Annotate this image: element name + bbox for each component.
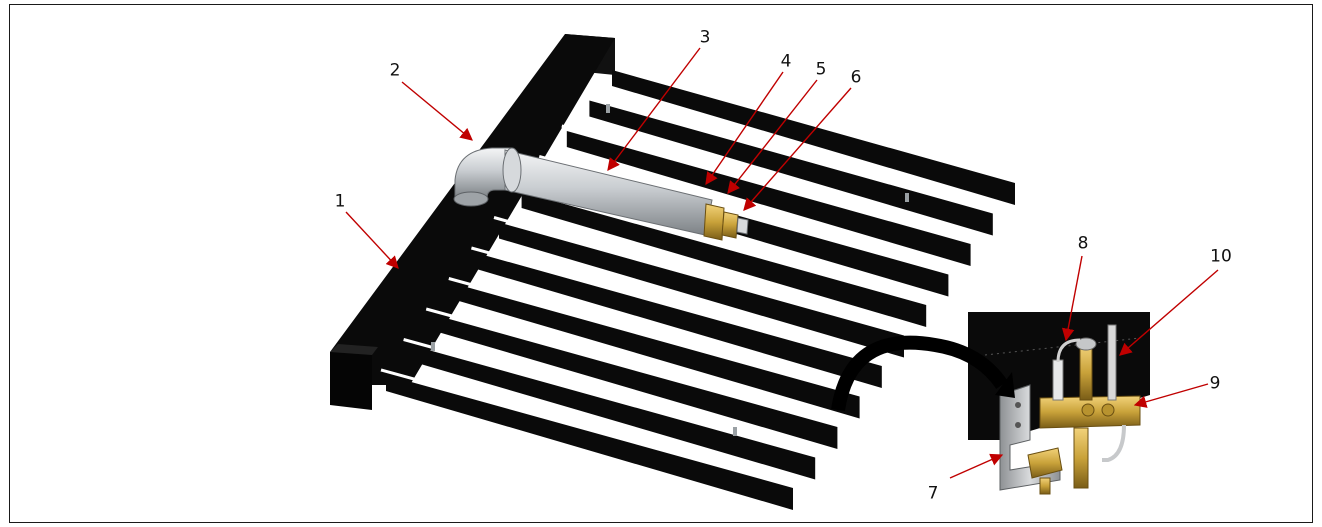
- gas-pipe-assembly: [453, 147, 749, 241]
- grate-slat: [499, 222, 904, 358]
- burner-grate: [330, 34, 1015, 510]
- grate-slat: [566, 131, 971, 266]
- callout-arrow-2: [401, 81, 473, 141]
- callout-arrow-4: [705, 71, 784, 186]
- inset-dotted-edge: [984, 337, 1141, 356]
- callout-2: 2: [389, 60, 401, 81]
- pilot-bracket: [999, 384, 1061, 491]
- callout-8: 8: [1077, 233, 1089, 254]
- figure-frame: [9, 4, 1313, 523]
- pilot-electrode: [1107, 324, 1117, 401]
- grate-slat: [408, 344, 816, 480]
- callout-arrow-5: [727, 79, 818, 194]
- grate-slot: [493, 216, 887, 327]
- callout-arrow-6: [743, 87, 852, 211]
- callout-1: 1: [334, 191, 346, 212]
- grate-front-block: [330, 352, 372, 410]
- grate-slot: [471, 246, 865, 358]
- grate-slot: [425, 307, 820, 419]
- pipe-tip: [736, 217, 749, 235]
- grate-manifold: [330, 34, 615, 385]
- grate-slat: [453, 283, 860, 419]
- grate-slat: [476, 253, 882, 388]
- callout-arrows: [345, 47, 1219, 479]
- grate-slat: [386, 375, 793, 510]
- pipe-elbow-base: [453, 191, 489, 207]
- callout-3: 3: [699, 27, 711, 48]
- pipe-brass-orifice: [721, 211, 739, 239]
- grate-stud: [606, 104, 610, 113]
- grate-slat: [521, 192, 927, 327]
- detail-transfer-arrow: [831, 335, 1008, 412]
- grate-slot: [584, 94, 976, 205]
- callout-4: 4: [780, 51, 792, 72]
- pilot-thermocouple: [1052, 359, 1064, 401]
- callout-6: 6: [850, 67, 862, 88]
- grate-slat: [589, 100, 993, 236]
- callout-arrow-9: [1133, 383, 1209, 408]
- callout-7: 7: [927, 483, 939, 504]
- grate-slat: [612, 70, 1015, 205]
- callout-arrow-3: [607, 47, 701, 172]
- grate-front-block-top: [330, 344, 378, 355]
- grate-slat: [431, 314, 838, 449]
- callout-arrow-1: [345, 211, 399, 269]
- grate-stud: [905, 193, 909, 202]
- pilot-hood: [1079, 344, 1093, 401]
- grate-stud: [431, 342, 435, 351]
- callout-5: 5: [815, 59, 827, 80]
- callout-10: 10: [1210, 246, 1232, 267]
- pilot-detail-inset: [831, 312, 1150, 495]
- callout-arrow-10: [1119, 269, 1219, 356]
- pipe-collar: [502, 147, 522, 193]
- pipe-brass-nut: [703, 203, 725, 241]
- grate-slot: [403, 338, 798, 449]
- callout-arrow-8: [1061, 255, 1083, 342]
- grate-slats: [380, 70, 1015, 510]
- grate-slot: [448, 277, 842, 388]
- grate-slot: [380, 368, 776, 480]
- callout-9: 9: [1209, 373, 1221, 394]
- callout-arrow-7: [949, 453, 1004, 479]
- grate-stud: [733, 427, 737, 436]
